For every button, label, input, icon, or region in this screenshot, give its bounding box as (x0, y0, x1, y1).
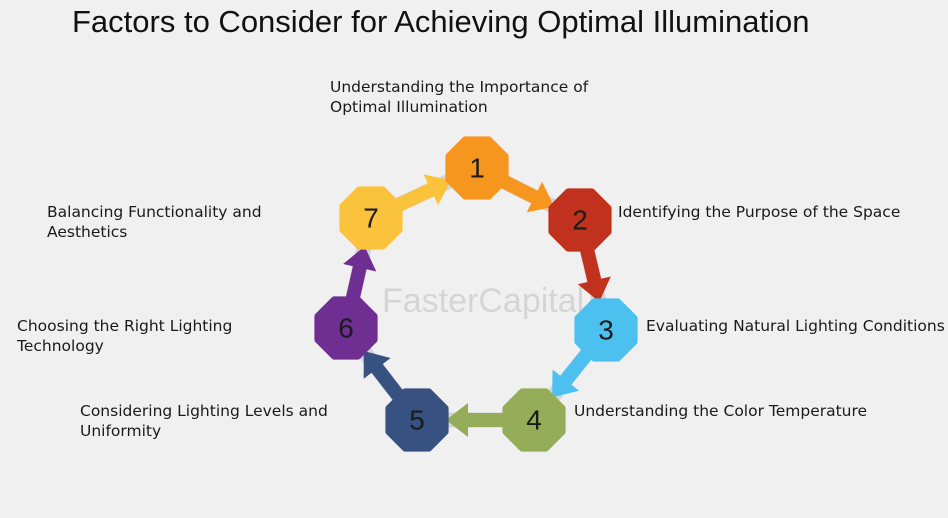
arrow-4-to-5 (446, 403, 507, 437)
arrow-5-to-6 (363, 351, 406, 403)
diagram-title: Factors to Consider for Achieving Optima… (72, 4, 810, 39)
arrow-7-to-1 (392, 174, 451, 213)
step-7-octagon (339, 186, 403, 250)
step-3-label: Evaluating Natural Lighting Conditions (646, 317, 945, 335)
step-2-octagon (548, 188, 612, 252)
arrow-6-to-7 (343, 246, 377, 304)
step-3-octagon (574, 298, 638, 362)
step-6-label: Choosing the Right Lighting Technology (17, 317, 233, 355)
step-2-label: Identifying the Purpose of the Space (618, 203, 901, 221)
step-5-node: 5 (385, 388, 449, 452)
step-2-node: 2 (548, 188, 612, 252)
arrow-2-to-3 (577, 244, 611, 302)
step-2-number: 2 (572, 205, 588, 236)
step-4-label: Understanding the Color Temperature (574, 402, 868, 420)
step-3-number: 3 (598, 315, 614, 346)
step-5-octagon (385, 388, 449, 452)
step-6-node: 6 (314, 296, 378, 360)
step-5-label: Considering Lighting Levels and Uniformi… (80, 402, 328, 440)
step-1-octagon (445, 136, 509, 200)
step-7-number: 7 (363, 203, 379, 234)
step-4-octagon (502, 388, 566, 452)
cycle-nodes: 1 2 3 4 5 6 7 (314, 136, 638, 452)
step-4-number: 4 (526, 405, 542, 436)
step-7-label: Balancing Functionality and Aesthetics (47, 203, 262, 241)
arrow-3-to-4 (552, 346, 595, 398)
step-4-node: 4 (502, 388, 566, 452)
step-1-label: Understanding the Importance of Optimal … (330, 78, 589, 116)
step-1-node: 1 (445, 136, 509, 200)
cycle-arrows (343, 173, 611, 437)
arrow-1-to-2 (497, 173, 555, 213)
step-6-number: 6 (338, 313, 354, 344)
watermark-text: FasterCapital (382, 282, 584, 320)
step-3-node: 3 (574, 298, 638, 362)
step-7-node: 7 (339, 186, 403, 250)
step-1-number: 1 (469, 153, 485, 184)
step-6-octagon (314, 296, 378, 360)
step-5-number: 5 (409, 405, 425, 436)
